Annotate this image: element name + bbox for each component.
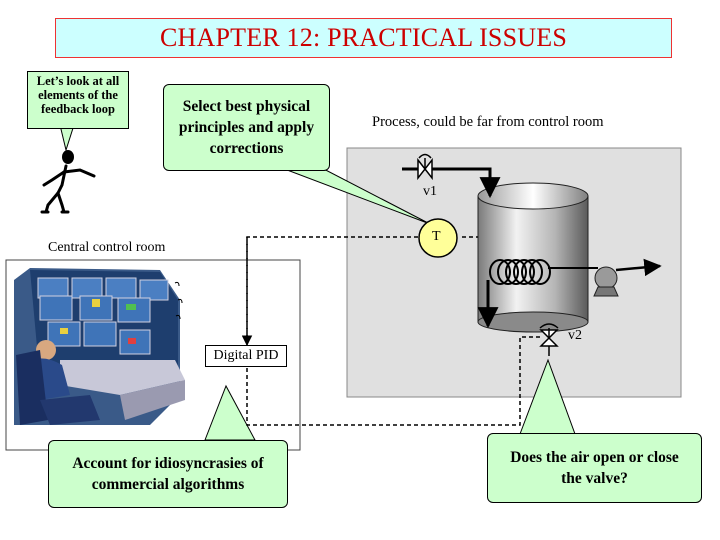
discharge-pipe [615, 258, 662, 277]
air-valve-callout: Does the air open or close the valve? [487, 433, 702, 503]
stick-figure [40, 150, 96, 214]
feedback-loop-callout: Let’s look at all elements of the feedba… [27, 71, 129, 129]
feedback-loop-text: Let’s look at all elements of the feedba… [36, 74, 120, 116]
process-label: Process, could be far from control room [372, 114, 604, 130]
idiosyncrasies-text: Account for idiosyncrasies of commercial… [72, 455, 264, 493]
valve-v1-label: v1 [423, 184, 437, 199]
air-valve-text: Does the air open or close the valve? [510, 449, 679, 487]
valve-v1-icon [417, 153, 433, 181]
valve-v2-label: v2 [568, 328, 582, 343]
valve-v2-icon [539, 323, 559, 356]
digital-pid-box: Digital PID [205, 345, 287, 367]
title-banner: CHAPTER 12: PRACTICAL ISSUES [55, 18, 672, 58]
digital-pid-label: Digital PID [213, 348, 279, 363]
control-room-illustration [14, 268, 185, 425]
temperature-sensor [418, 218, 458, 258]
control-room-label: Central control room [48, 240, 166, 255]
temperature-sensor-label: T [432, 229, 441, 244]
physical-principles-callout: Select best physical principles and appl… [163, 84, 330, 171]
pump-icon [593, 266, 619, 297]
process-tank [477, 182, 589, 333]
physical-principles-text: Select best physical principles and appl… [178, 98, 315, 157]
page-title: CHAPTER 12: PRACTICAL ISSUES [160, 23, 567, 52]
idiosyncrasies-callout: Account for idiosyncrasies of commercial… [48, 440, 288, 508]
heating-coil-icon [489, 259, 598, 285]
